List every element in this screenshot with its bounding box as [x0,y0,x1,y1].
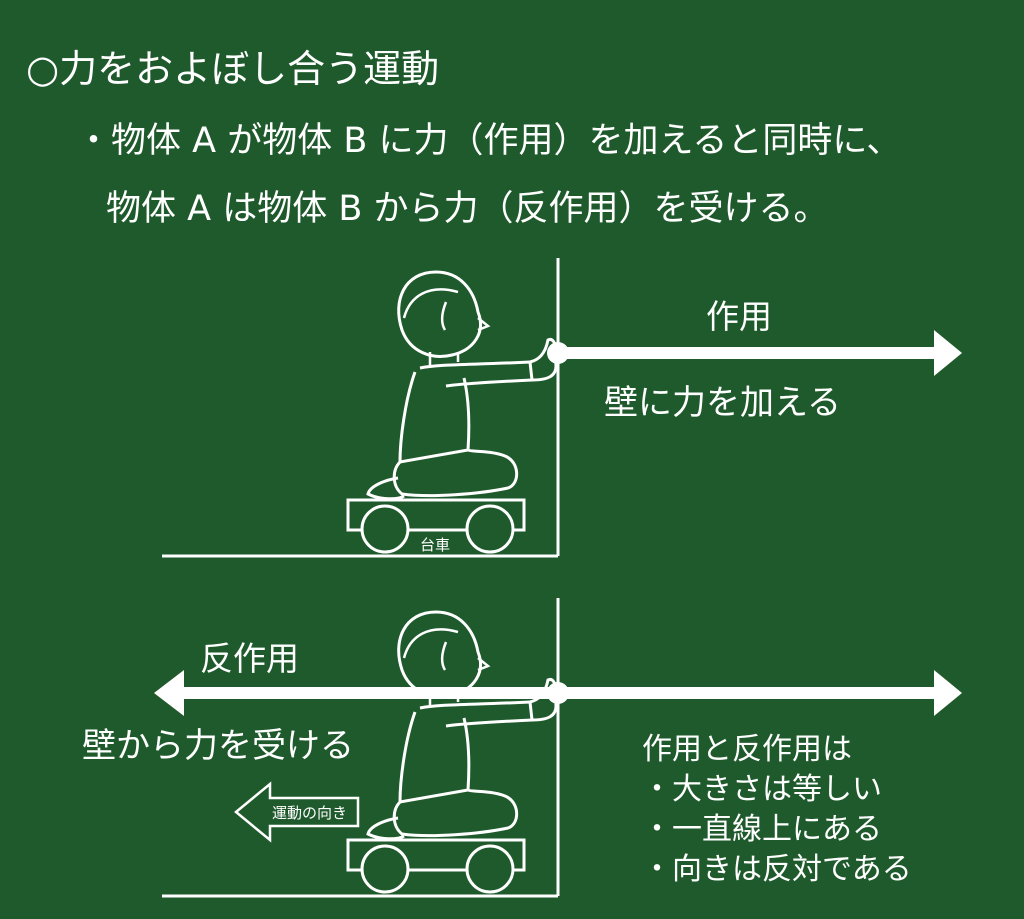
reaction-label: 反作用 [200,639,299,678]
top-panel: 台車 [162,258,962,558]
summary-heading: 作用と反作用は [642,732,852,767]
action-caption: 壁に力を加える [604,383,841,423]
page-title: ○力をおよぼし合う運動 [26,47,440,91]
motion-direction-label: 運動の向き [272,804,347,822]
contact-point [547,682,569,704]
action-arrow-shaft [558,687,938,699]
reaction-arrow-shaft [180,687,558,699]
summary-item: ・大きさは等しい [642,772,882,807]
reaction-caption: 壁から力を受ける [82,726,354,766]
child-on-cart-figure [346,270,558,554]
action-label: 作用 [706,297,772,336]
summary-box: 作用と反作用は ・大きさは等しい ・一直線上にある ・向きは反対である [642,730,912,890]
action-arrow-shaft [558,347,938,359]
action-arrow-head [934,670,962,716]
contact-point [547,342,569,364]
cart-label: 台車 [420,536,450,554]
summary-item: ・向きは反対である [642,852,912,887]
bottom-panel: 運動の向き [154,598,962,898]
reaction-arrow-head [154,670,184,716]
bullet-line-1: ・物体 A が物体 B に力（作用）を加えると同時に、 [76,121,902,161]
bullet-line-2: 物体 A は物体 B から力（反作用）を受ける。 [106,189,829,229]
action-arrow-head [934,330,962,376]
motion-direction-arrow [234,781,360,843]
child-on-cart-figure [346,610,558,894]
summary-item: ・一直線上にある [642,812,882,847]
